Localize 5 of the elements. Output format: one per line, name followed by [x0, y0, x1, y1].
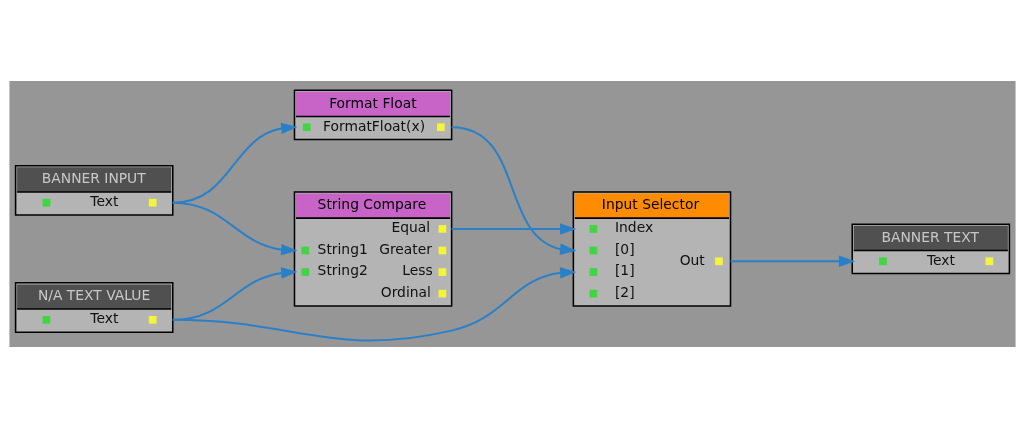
- arrow: [171, 267, 577, 342]
- arrow: [171, 201, 298, 256]
- arrow: [450, 126, 577, 255]
- arrow: [450, 223, 577, 235]
- arrow: [729, 255, 856, 267]
